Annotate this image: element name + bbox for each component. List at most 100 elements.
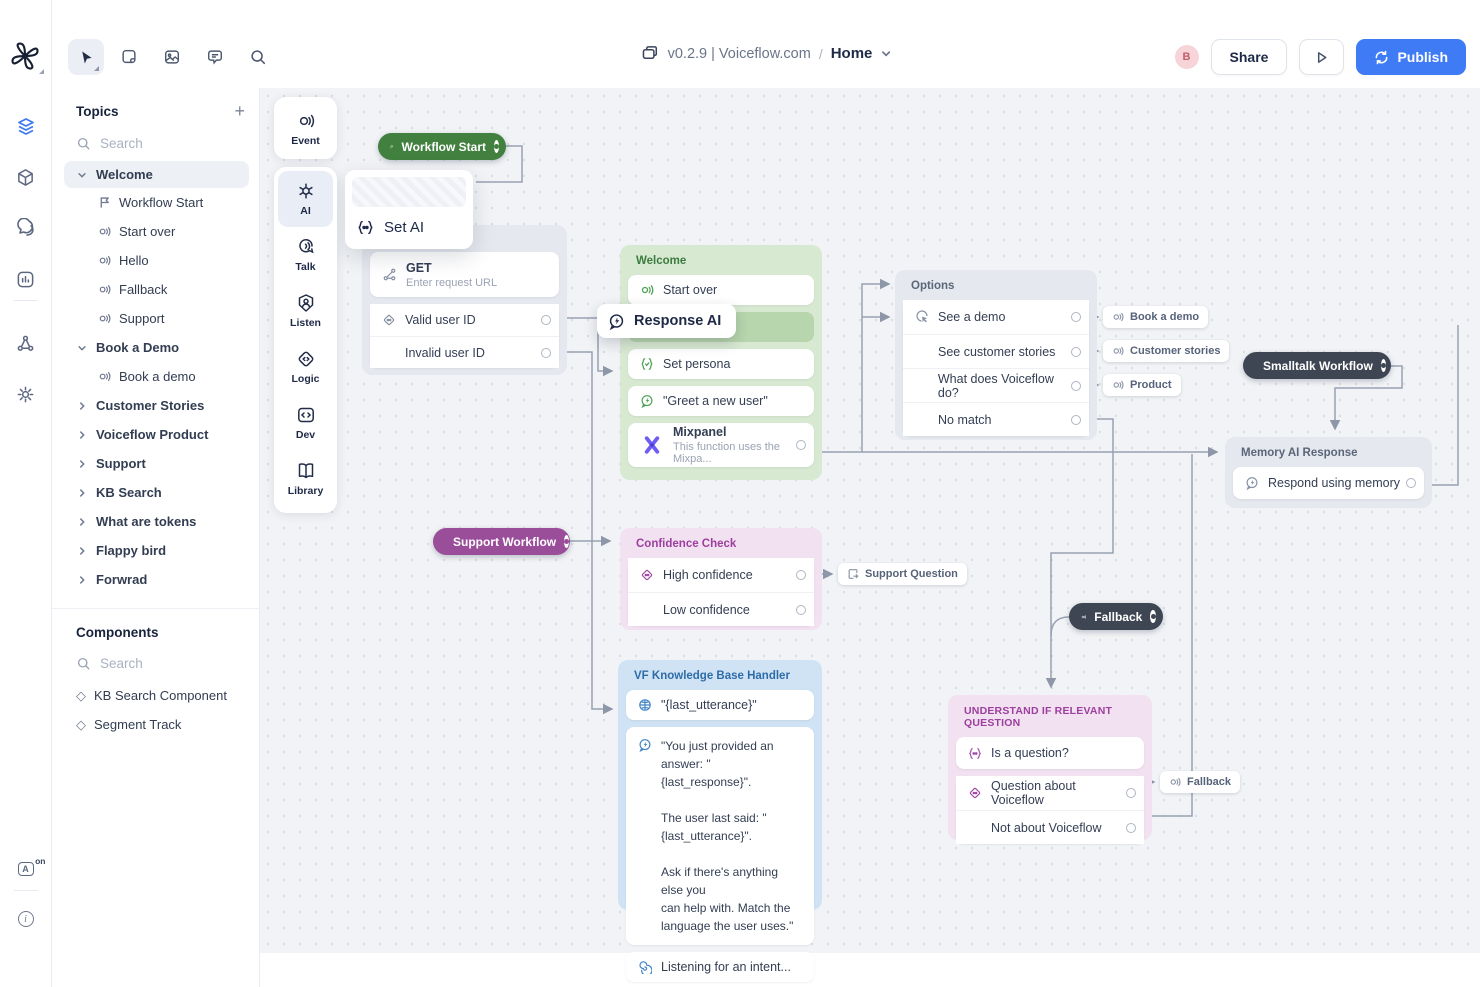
kb-prompt-card[interactable]: "You just provided an answer: " {last_re…	[626, 727, 814, 945]
workflow-canvas[interactable]: Event AI Talk Listen Logic Dev Library	[260, 88, 1480, 982]
content-cube-icon[interactable]	[9, 160, 43, 194]
welcome-node[interactable]: Welcome Start over Set persona "Greet a …	[620, 245, 822, 480]
goto-label-product[interactable]: Product	[1103, 374, 1181, 396]
is-a-question-row[interactable]: Is a question?	[956, 737, 1144, 769]
out-port[interactable]	[541, 315, 551, 325]
response-ai-chip[interactable]: Response AI	[597, 304, 737, 338]
high-confidence-row[interactable]: High confidence	[628, 558, 814, 592]
toolbar-item-library[interactable]: Library	[278, 451, 333, 507]
comment-tool-button[interactable]	[197, 39, 233, 75]
sidebar-item-fallback[interactable]: Fallback	[52, 275, 259, 304]
analytics-icon[interactable]	[9, 262, 43, 296]
out-port[interactable]	[494, 140, 499, 153]
sidebar-item-support[interactable]: Support	[52, 304, 259, 333]
sidebar-item-what-are-tokens[interactable]: What are tokens	[52, 507, 259, 536]
out-port[interactable]	[1150, 610, 1156, 623]
low-confidence-row[interactable]: Low confidence	[628, 592, 814, 626]
sidebar-item-voiceflow-product[interactable]: Voiceflow Product	[52, 420, 259, 449]
toolbar-item-event[interactable]: Event	[278, 101, 333, 157]
workflow-start-pill[interactable]: Workflow Start	[378, 133, 506, 160]
confidence-check-node[interactable]: Confidence Check High confidence Low con…	[620, 528, 822, 630]
image-tool-button[interactable]	[154, 39, 190, 75]
kb-listening-row[interactable]: Listening for an intent...	[626, 952, 814, 982]
components-search-input[interactable]	[100, 656, 230, 671]
kb-handler-node[interactable]: VF Knowledge Base Handler "{last_utteran…	[618, 660, 822, 982]
understand-node[interactable]: UNDERSTAND IF RELEVANT QUESTION Is a que…	[948, 695, 1152, 844]
out-port[interactable]	[1406, 478, 1416, 488]
toolbar-item-ai[interactable]: AI	[278, 171, 333, 227]
topics-search[interactable]	[52, 130, 259, 161]
add-topic-button[interactable]: +	[234, 101, 245, 121]
goto-label-support-question[interactable]: Support Question	[838, 563, 967, 585]
smalltalk-workflow-pill[interactable]: Smalltalk Workflow	[1243, 352, 1391, 379]
sidebar-item-welcome[interactable]: Welcome	[64, 161, 249, 188]
conversations-icon[interactable]	[9, 211, 43, 245]
set-persona-row[interactable]: Set persona	[628, 349, 814, 379]
out-port[interactable]	[1071, 346, 1081, 357]
not-about-voiceflow-row[interactable]: Not about Voiceflow	[956, 810, 1144, 844]
integrations-icon[interactable]	[9, 326, 43, 360]
sidebar-item-support-topic[interactable]: Support	[52, 449, 259, 478]
out-port[interactable]	[1071, 380, 1081, 391]
out-port[interactable]	[1071, 312, 1081, 322]
options-node[interactable]: Options See a demo See customer stories …	[895, 270, 1097, 440]
search-tool-button[interactable]	[240, 39, 276, 75]
info-icon[interactable]: i	[9, 902, 43, 936]
goto-label-customer-stories[interactable]: Customer stories	[1103, 340, 1230, 362]
start-over-row[interactable]: Start over	[628, 275, 814, 305]
share-button[interactable]: Share	[1210, 39, 1288, 75]
set-ai-option[interactable]: Set AI	[352, 207, 466, 242]
sidebar-item-kb-search[interactable]: KB Search	[52, 478, 259, 507]
sidebar-item-workflow-start[interactable]: Workflow Start	[52, 188, 259, 217]
select-tool-button[interactable]	[68, 39, 104, 75]
question-about-voiceflow-row[interactable]: Question about Voiceflow	[956, 776, 1144, 810]
support-workflow-pill[interactable]: Support Workflow	[433, 528, 570, 555]
topics-search-input[interactable]	[100, 136, 230, 151]
out-port[interactable]	[1126, 822, 1136, 833]
kb-utterance-row[interactable]: "{last_utterance}"	[626, 690, 814, 720]
toolbar-item-logic[interactable]: Logic	[278, 339, 333, 395]
sidebar-item-kb-search-component[interactable]: ◇ KB Search Component	[52, 681, 259, 710]
toolbar-item-listen[interactable]: Listen	[278, 283, 333, 339]
toolbar-item-dev[interactable]: Dev	[278, 395, 333, 451]
sidebar-item-start-over[interactable]: Start over	[52, 217, 259, 246]
out-port[interactable]	[796, 570, 806, 580]
fallback-pill[interactable]: Fallback	[1069, 603, 1163, 630]
sidebar-item-book-a-demo-topic[interactable]: Book a Demo	[52, 333, 259, 362]
run-button[interactable]	[1299, 39, 1345, 75]
sidebar-item-segment-track[interactable]: ◇ Segment Track	[52, 710, 259, 739]
settings-gear-icon[interactable]	[9, 377, 43, 411]
out-port[interactable]	[1380, 359, 1386, 372]
out-port[interactable]	[564, 535, 570, 548]
out-port[interactable]	[796, 440, 806, 450]
sidebar-item-flappy-bird[interactable]: Flappy bird	[52, 536, 259, 565]
goto-label-fallback[interactable]: Fallback	[1160, 771, 1241, 793]
breadcrumb[interactable]: v0.2.9 | Voiceflow.com / Home	[641, 44, 892, 63]
out-port[interactable]	[1071, 414, 1081, 425]
sidebar-item-hello[interactable]: Hello	[52, 246, 259, 275]
components-search[interactable]	[52, 650, 259, 681]
sidebar-item-book-a-demo[interactable]: Book a demo	[52, 362, 259, 391]
out-port[interactable]	[1126, 788, 1136, 798]
toolbar-item-talk[interactable]: Talk	[278, 227, 333, 283]
option-row-what-does-voiceflow-do[interactable]: What does Voiceflow do?	[903, 368, 1089, 402]
memory-ai-response-node[interactable]: Memory AI Response Respond using memory	[1225, 437, 1432, 508]
voiceflow-logo[interactable]	[10, 41, 44, 74]
option-row-customer-stories[interactable]: See customer stories	[903, 334, 1089, 368]
greet-row[interactable]: "Greet a new user"	[628, 386, 814, 416]
out-port[interactable]	[796, 604, 806, 615]
option-row-see-a-demo[interactable]: See a demo	[903, 300, 1089, 334]
publish-button[interactable]: Publish	[1356, 39, 1466, 75]
avatar[interactable]: B	[1174, 45, 1199, 69]
goto-label-book-a-demo[interactable]: Book a demo	[1103, 306, 1209, 328]
path-row-valid[interactable]: Valid user ID	[370, 304, 559, 336]
designer-icon[interactable]	[9, 109, 43, 143]
sidebar-item-customer-stories[interactable]: Customer Stories	[52, 391, 259, 420]
respond-using-memory-row[interactable]: Respond using memory	[1233, 467, 1424, 499]
sidebar-item-forwrad[interactable]: Forwrad	[52, 565, 259, 594]
option-row-no-match[interactable]: No match	[903, 402, 1089, 436]
